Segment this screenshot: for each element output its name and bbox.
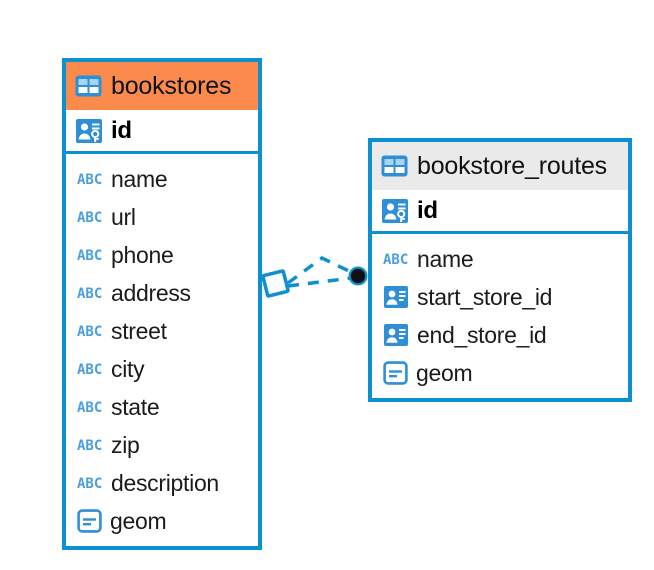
primary-key-row[interactable]: id <box>372 190 628 234</box>
field-label: city <box>111 355 145 382</box>
field-row[interactable]: ABC name <box>372 240 628 278</box>
field-row[interactable]: ABC phone <box>66 236 258 274</box>
rotated-square-marker <box>261 269 290 298</box>
field-row[interactable]: ABC city <box>66 350 258 388</box>
field-row[interactable]: ABC street <box>66 312 258 350</box>
field-row[interactable]: ABC address <box>66 274 258 312</box>
entity-table-bookstores[interactable]: bookstores id <box>62 58 262 550</box>
field-label: url <box>111 203 136 230</box>
field-list: ABC name ABC url ABC <box>66 154 258 546</box>
primary-key-label: id <box>417 196 438 224</box>
field-list: ABC name start_store_id <box>372 234 628 398</box>
text-type-icon: ABC <box>77 323 103 339</box>
field-row[interactable]: ABC state <box>66 388 258 426</box>
text-type-icon: ABC <box>77 209 103 225</box>
table-icon <box>75 75 102 97</box>
field-row[interactable]: start_store_id <box>372 278 628 316</box>
text-type-icon: ABC <box>383 251 409 267</box>
field-label: name <box>417 245 474 272</box>
text-type-icon: ABC <box>77 285 103 301</box>
text-type-icon: ABC <box>77 247 103 263</box>
filled-circle-marker <box>348 266 368 286</box>
svg-text:ABC: ABC <box>77 400 102 415</box>
geometry-type-icon <box>77 509 102 533</box>
primary-key-icon <box>381 197 409 225</box>
field-label: end_store_id <box>417 321 547 348</box>
svg-text:ABC: ABC <box>77 172 102 187</box>
text-type-icon: ABC <box>77 475 103 491</box>
primary-key-label: id <box>111 116 132 144</box>
field-label: start_store_id <box>417 283 553 310</box>
relationship-line-upper <box>286 255 356 285</box>
text-type-icon: ABC <box>77 437 103 453</box>
svg-text:ABC: ABC <box>77 438 102 453</box>
foreign-key-icon <box>383 322 409 348</box>
field-row[interactable]: ABC zip <box>66 426 258 464</box>
text-type-icon: ABC <box>77 171 103 187</box>
text-type-icon: ABC <box>77 399 103 415</box>
table-icon <box>381 155 408 177</box>
field-label: street <box>111 317 167 344</box>
svg-text:ABC: ABC <box>77 286 102 301</box>
foreign-key-icon <box>383 284 409 310</box>
field-label: zip <box>111 431 140 458</box>
svg-text:ABC: ABC <box>77 210 102 225</box>
field-row[interactable]: end_store_id <box>372 316 628 354</box>
entity-title: bookstore_routes <box>417 151 607 180</box>
svg-text:ABC: ABC <box>77 476 102 491</box>
field-row[interactable]: ABC name <box>66 160 258 198</box>
field-label: description <box>111 469 219 496</box>
svg-text:ABC: ABC <box>77 324 102 339</box>
svg-text:ABC: ABC <box>383 252 408 267</box>
field-row[interactable]: geom <box>372 354 628 392</box>
svg-text:ABC: ABC <box>77 248 102 263</box>
text-type-icon: ABC <box>77 361 103 377</box>
svg-text:ABC: ABC <box>77 362 102 377</box>
field-row[interactable]: geom <box>66 502 258 540</box>
field-label: geom <box>110 507 167 534</box>
geometry-type-icon <box>383 361 408 385</box>
field-row[interactable]: ABC url <box>66 198 258 236</box>
entity-title: bookstores <box>111 71 232 100</box>
field-label: address <box>111 279 191 306</box>
field-label: phone <box>111 241 174 268</box>
primary-key-row[interactable]: id <box>66 110 258 154</box>
field-label: state <box>111 393 160 420</box>
field-row[interactable]: ABC description <box>66 464 258 502</box>
entity-header-bookstores[interactable]: bookstores <box>66 62 258 110</box>
relationship-line-lower <box>287 276 353 288</box>
field-label: geom <box>416 359 473 386</box>
primary-key-icon <box>75 117 103 145</box>
entity-header-bookstore-routes[interactable]: bookstore_routes <box>372 142 628 190</box>
field-label: name <box>111 165 168 192</box>
entity-table-bookstore-routes[interactable]: bookstore_routes id <box>368 138 632 402</box>
